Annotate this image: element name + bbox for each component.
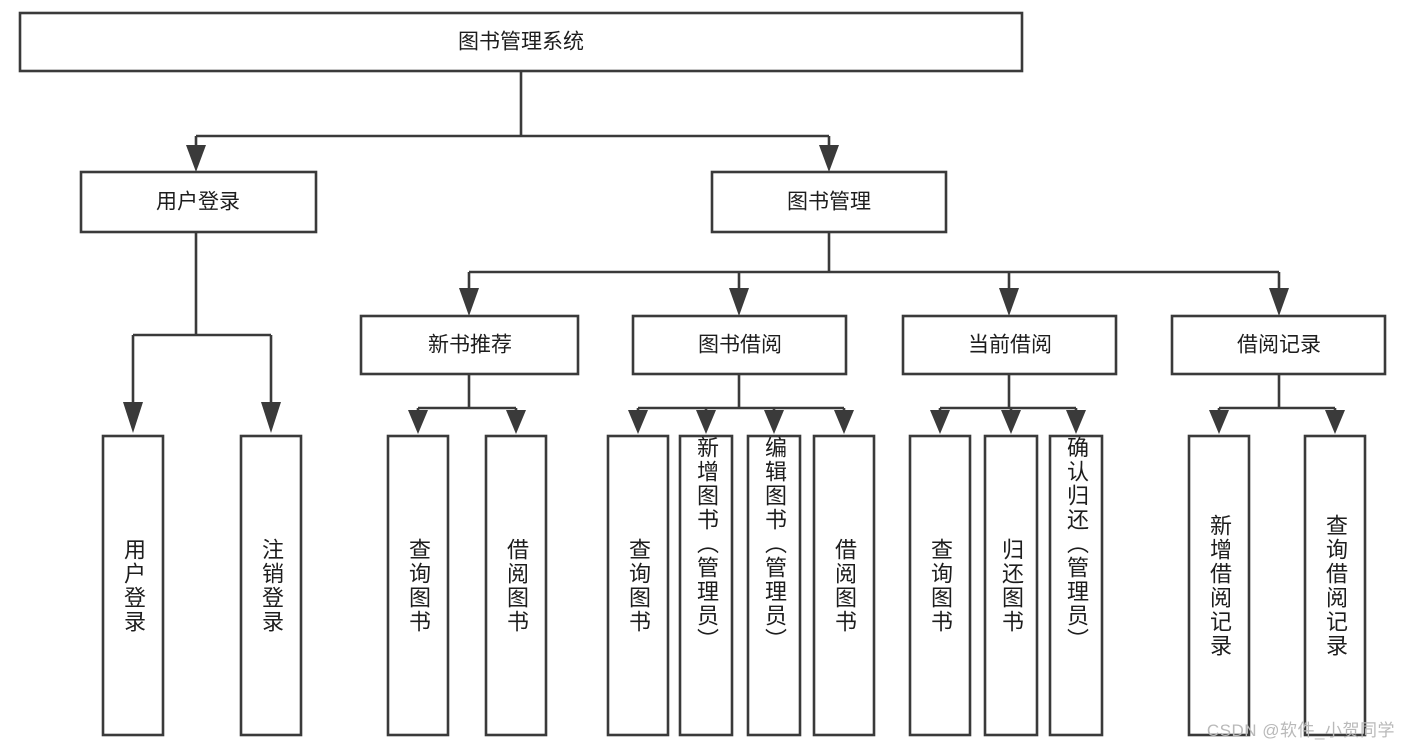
node-book-borrow-label: 图书借阅 bbox=[698, 334, 782, 357]
leaf-box-user-login[interactable] bbox=[101, 434, 165, 737]
arrow-head-book-borrow bbox=[729, 288, 749, 316]
arrow-head-leaf-logout bbox=[261, 402, 281, 433]
leaf-box-query-book-3[interactable] bbox=[908, 434, 972, 737]
csdn-watermark: CSDN @软件_小贺同学 bbox=[1206, 721, 1395, 740]
arrow-head-leaf-confirm-return bbox=[1066, 410, 1086, 434]
leaf-box-add-record[interactable] bbox=[1187, 434, 1251, 737]
arrow-head-user-login bbox=[186, 145, 206, 172]
arrow-head-leaf-query-book-3 bbox=[930, 410, 950, 434]
arrow-head-leaf-add-record bbox=[1209, 410, 1229, 434]
arrow-head-borrow-record bbox=[1269, 288, 1289, 316]
node-borrow-record-box[interactable] bbox=[1170, 314, 1387, 376]
node-new-book-rec-box[interactable] bbox=[359, 314, 580, 376]
arrow-head-leaf-query-book-1 bbox=[408, 410, 428, 434]
node-current-borrow-label: 当前借阅 bbox=[968, 334, 1052, 357]
leaf-box-add-book[interactable] bbox=[678, 434, 734, 737]
node-book-manage-box[interactable] bbox=[710, 170, 948, 234]
arrow-head-leaf-query-record bbox=[1325, 410, 1345, 434]
arrow-head-new-book-rec bbox=[459, 288, 479, 316]
leaf-box-borrow-book-1[interactable] bbox=[484, 434, 548, 737]
node-new-book-rec-label: 新书推荐 bbox=[428, 334, 512, 357]
leaf-box-confirm-return[interactable] bbox=[1048, 434, 1104, 737]
node-book-borrow-box[interactable] bbox=[631, 314, 848, 376]
node-borrow-record-label: 借阅记录 bbox=[1237, 334, 1321, 357]
node-root-label: 图书管理系统 bbox=[458, 31, 584, 54]
node-book-manage[interactable]: 图书管理 bbox=[710, 170, 948, 234]
node-current-borrow[interactable]: 当前借阅 bbox=[901, 314, 1118, 376]
leaf-box-layer bbox=[101, 434, 1367, 737]
node-book-borrow[interactable]: 图书借阅 bbox=[631, 314, 848, 376]
leaf-box-query-record[interactable] bbox=[1303, 434, 1367, 737]
arrow-head-leaf-borrow-book-1 bbox=[506, 410, 526, 434]
arrow-head-leaf-add-book bbox=[696, 410, 716, 434]
leaf-box-borrow-book-2[interactable] bbox=[812, 434, 876, 737]
node-current-borrow-box[interactable] bbox=[901, 314, 1118, 376]
arrow-head-leaf-return-book bbox=[1001, 410, 1021, 434]
arrow-head-leaf-query-book-2 bbox=[628, 410, 648, 434]
node-borrow-record[interactable]: 借阅记录 bbox=[1170, 314, 1387, 376]
arrow-head-leaf-edit-book bbox=[764, 410, 784, 434]
node-user-login-box[interactable] bbox=[79, 170, 318, 234]
node-new-book-rec[interactable]: 新书推荐 bbox=[359, 314, 580, 376]
arrow-head-leaf-borrow-book-2 bbox=[834, 410, 854, 434]
leaf-box-query-book-2[interactable] bbox=[606, 434, 670, 737]
node-root[interactable]: 图书管理系统 bbox=[18, 11, 1024, 73]
leaf-box-logout[interactable] bbox=[239, 434, 303, 737]
arrow-head-current-borrow bbox=[999, 288, 1019, 316]
node-user-login[interactable]: 用户登录 bbox=[79, 170, 318, 234]
node-root-box[interactable] bbox=[18, 11, 1024, 73]
leaf-box-edit-book[interactable] bbox=[746, 434, 802, 737]
node-book-manage-label: 图书管理 bbox=[787, 191, 871, 214]
leaf-box-return-book[interactable] bbox=[983, 434, 1039, 737]
connector-layer bbox=[123, 71, 1345, 434]
arrow-head-book-manage bbox=[819, 145, 839, 172]
arrow-head-leaf-user-login bbox=[123, 402, 143, 433]
node-user-login-label: 用户登录 bbox=[156, 191, 240, 214]
leaf-box-query-book-1[interactable] bbox=[386, 434, 450, 737]
